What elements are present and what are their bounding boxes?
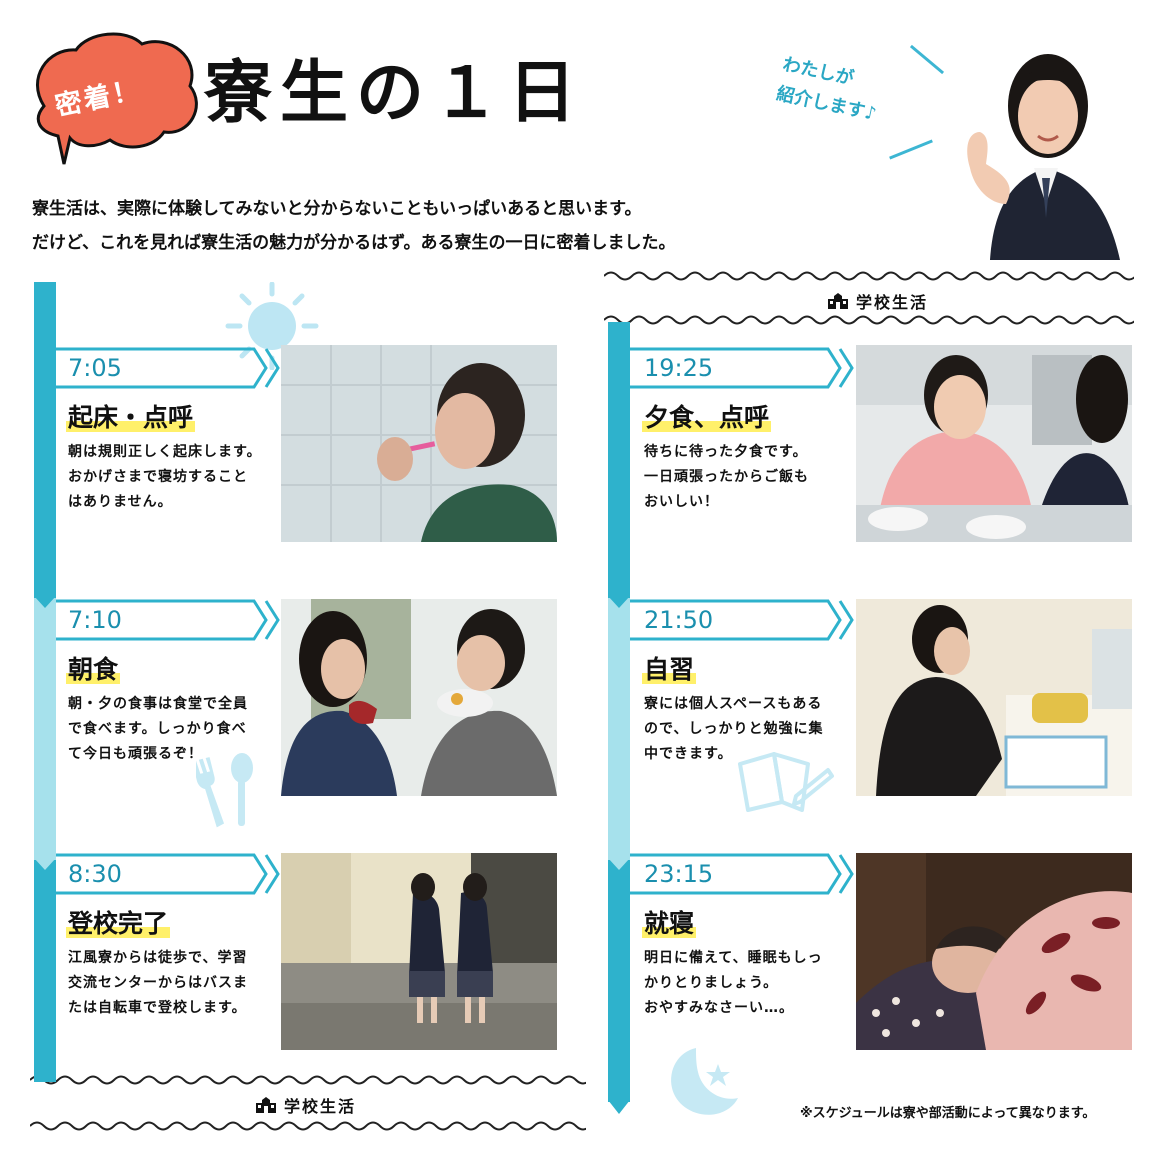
student-photo <box>967 54 1120 260</box>
entry-description: 待ちに待った夕食です。 一日頑張ったからご飯も おいしい！ <box>644 444 809 510</box>
wavy-divider-right-bottom <box>604 315 1134 325</box>
entry-description: 朝・夕の食事は食堂で全員 で食べます。しっかり食べ て今日も頑張るぞ！ <box>68 696 248 762</box>
school-life-text-bottom: 学校生活 <box>284 1097 357 1116</box>
time-label: 23:15 <box>644 860 714 888</box>
entry-description: 朝は規則正しく起床します。 おかげさまで寝坊すること はありません。 <box>68 444 262 510</box>
entry-description: 明日に備えて、睡眠もしっ かりとりましょう。 おやすみなさーい…。 <box>644 950 823 1016</box>
note-line-bottom <box>889 139 933 160</box>
fork-spoon-icon <box>196 753 253 828</box>
entry-description: 寮には個人スペースもある ので、しっかりと勉強に集 中できます。 <box>644 696 824 762</box>
time-label: 7:10 <box>68 606 122 634</box>
intro-line-1: 寮生活は、実際に体験してみないと分からないこともいっぱいあると思います。 <box>32 199 642 219</box>
time-label: 7:05 <box>68 354 122 382</box>
photo-studying <box>856 599 1132 796</box>
photo-breakfast <box>281 599 557 796</box>
wavy-divider-left-bottom <box>30 1121 586 1131</box>
time-label: 8:30 <box>68 860 122 888</box>
wavy-divider-right-top <box>604 271 1134 281</box>
school-icon <box>256 1097 276 1113</box>
entry-heading: 朝食 <box>66 655 121 684</box>
entry-heading: 起床・点呼 <box>66 403 196 432</box>
intro-note: わたしが 紹介します♪ <box>774 50 886 130</box>
school-life-label-bottom: 学校生活 <box>256 1093 356 1117</box>
photo-dinner <box>856 345 1132 542</box>
schedule-footnote: ※スケジュールは寮や部活動によって異なります。 <box>800 1106 1096 1121</box>
time-tab <box>630 853 854 895</box>
timeline-arrow-left-2 <box>34 858 56 870</box>
page-title: 寮生の１日 <box>204 54 585 133</box>
timeline-arrow-right-end <box>608 1100 630 1114</box>
entry-heading: 夕食、点呼 <box>642 403 772 432</box>
school-life-text-top: 学校生活 <box>856 293 929 312</box>
timeline-bar-left-3 <box>34 860 56 1082</box>
school-life-label-top: 学校生活 <box>828 289 928 313</box>
wavy-divider-left-top <box>30 1075 586 1085</box>
timeline-bar-left-2 <box>34 598 56 860</box>
time-tab <box>56 599 280 641</box>
time-label: 19:25 <box>644 354 714 382</box>
timeline-bar-right-1 <box>608 322 630 598</box>
photo-walking-to-school <box>281 853 557 1050</box>
time-tab <box>630 599 854 641</box>
photo-toothbrush <box>281 345 557 542</box>
speech-bubble-badge <box>36 32 198 165</box>
photo-sleeping <box>856 853 1132 1050</box>
school-icon <box>828 293 848 309</box>
entry-heading: 就寝 <box>642 909 697 938</box>
timeline-arrow-right-1 <box>608 596 630 608</box>
time-tab <box>56 347 280 389</box>
timeline-bar-right-3 <box>608 860 630 1102</box>
timeline-bar-right-2 <box>608 598 630 860</box>
intro-text: 寮生活は、実際に体験してみないと分からないこともいっぱいあると思います。 だけど… <box>32 192 675 260</box>
notebook-pencil-icon <box>738 752 834 812</box>
intro-line-2: だけど、これを見れば寮生活の魅力が分かるはず。ある寮生の一日に密着しました。 <box>32 233 676 253</box>
entry-description: 江風寮からは徒歩で、学習 交流センターからはバスま たは自転車で登校します。 <box>68 950 248 1016</box>
timeline-arrow-left-1 <box>34 596 56 608</box>
entry-heading: 自習 <box>642 655 697 684</box>
moon-star-icon <box>671 1048 738 1115</box>
timeline-arrow-right-2 <box>608 858 630 870</box>
note-line-top <box>909 44 945 75</box>
entry-heading: 登校完了 <box>66 909 171 938</box>
timeline-bar-left-1 <box>34 282 56 598</box>
time-tab <box>630 347 854 389</box>
time-label: 21:50 <box>644 606 714 634</box>
time-tab <box>56 853 280 895</box>
